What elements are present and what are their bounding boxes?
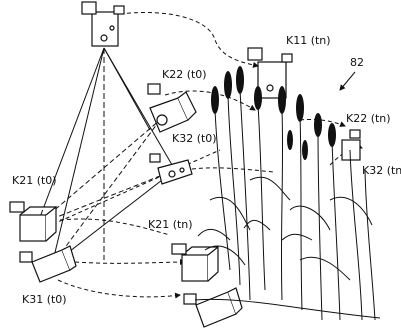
camera-top xyxy=(81,1,125,47)
label-k11: K11 (tn) xyxy=(286,34,331,47)
label-k22-t0: K22 (t0) xyxy=(162,68,207,81)
wheat-plants xyxy=(197,89,376,321)
label-k21-tn: K21 (tn) xyxy=(148,218,193,231)
camera-k22-tn xyxy=(341,129,361,161)
camera-k31-tn xyxy=(183,287,243,328)
label-k21-t0: K21 (t0) xyxy=(12,174,57,187)
camera-k22-t0 xyxy=(147,83,197,133)
camera-k21-t0 xyxy=(9,201,57,242)
camera-k11-tn xyxy=(247,47,293,99)
ground-line xyxy=(194,298,381,319)
label-ref-82: 82 xyxy=(350,56,364,69)
label-k32-t0: K32 (t0) xyxy=(172,132,217,145)
camera-k32-t0 xyxy=(149,153,193,185)
label-k32-tn: K32 (tn) xyxy=(362,164,401,177)
ref-arrow xyxy=(339,71,356,91)
wheat-ears xyxy=(211,66,336,160)
camera-k31-t0 xyxy=(19,245,77,283)
sight-lines xyxy=(36,47,221,266)
label-k22-tn: K22 (tn) xyxy=(346,112,391,125)
label-k31-t0: K31 (t0) xyxy=(22,293,67,306)
camera-k21-tn xyxy=(171,243,219,282)
